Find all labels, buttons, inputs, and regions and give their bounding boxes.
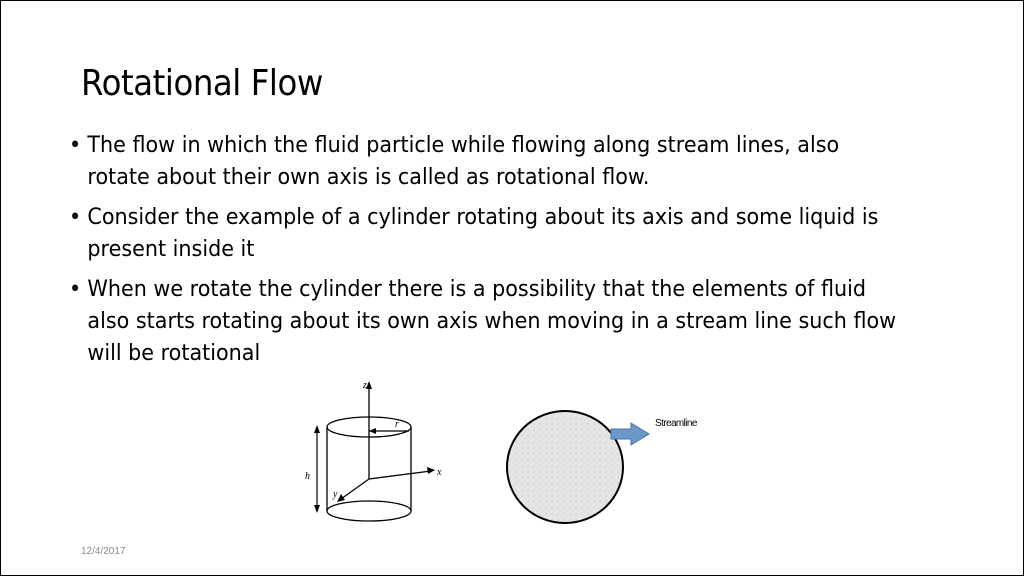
bullet-text: The flow in which the fluid particle whi… (87, 132, 840, 190)
height-label: h (305, 471, 310, 482)
cylinder-diagram: z r h x y (305, 380, 442, 522)
slide-date: 12/4/2017 (81, 546, 126, 557)
streamline-arrow (610, 422, 650, 446)
axis-label-y: y (332, 489, 338, 500)
radius-label: r (395, 419, 399, 430)
axis-label-x: x (436, 467, 442, 478)
bullet-dot: • (69, 276, 82, 302)
bullet-item: • The flow in which the fluid particle w… (69, 129, 897, 193)
slide-title: Rotational Flow (81, 63, 323, 104)
bullet-dot: • (69, 132, 82, 158)
bullet-item: • When we rotate the cylinder there is a… (69, 273, 897, 369)
bullet-text: When we rotate the cylinder there is a p… (87, 276, 897, 366)
bullet-text: Consider the example of a cylinder rotat… (87, 204, 879, 262)
fluid-particle (506, 410, 624, 524)
bullet-dot: • (69, 204, 82, 230)
bullet-item: • Consider the example of a cylinder rot… (69, 201, 897, 265)
streamline-diagram: Streamline (506, 410, 698, 524)
bullet-list: • The flow in which the fluid particle w… (69, 129, 969, 377)
streamline-label: Streamline (655, 418, 698, 429)
axis-label-z: z (362, 380, 367, 391)
